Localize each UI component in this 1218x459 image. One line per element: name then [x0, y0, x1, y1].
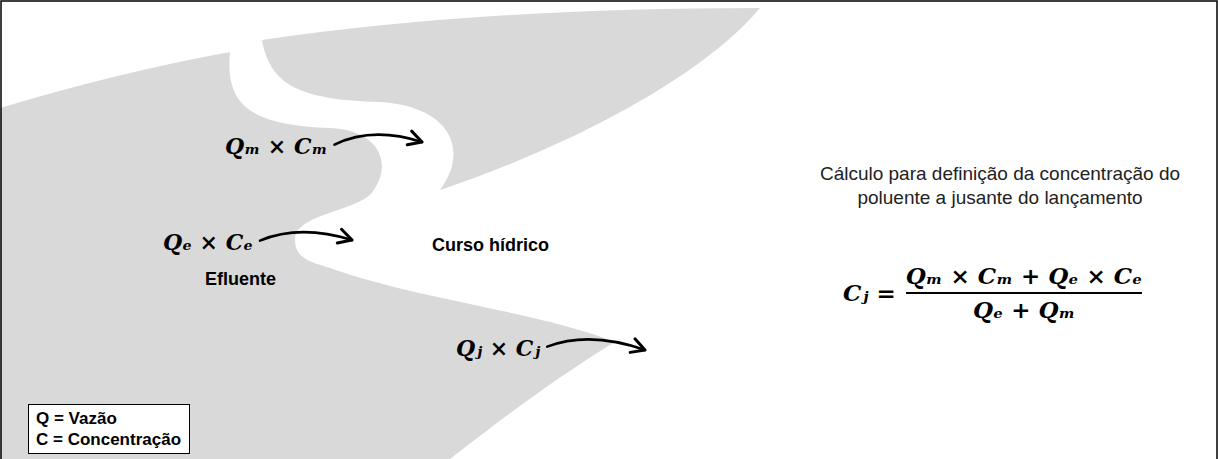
fraction: Qₘ × Cₘ + Qₑ × Cₑ Qₑ + Qₘ	[906, 262, 1143, 324]
flow-arrow	[260, 229, 352, 243]
formula-caption: Cálculo para definição da concentração d…	[795, 162, 1205, 210]
flow-term: Qₑ × Cₑ	[163, 228, 253, 256]
legend-entry: Q = Vazão	[36, 408, 182, 429]
formula-denominator: Qₑ + Qₘ	[973, 296, 1075, 324]
arrow-shaft	[547, 339, 645, 350]
arrow-head	[630, 339, 645, 353]
legend-entry: C = Concentração	[36, 429, 182, 450]
fraction-bar	[906, 292, 1143, 294]
right-bank-land	[262, 8, 760, 190]
formula-numerator: Qₘ × Cₘ + Qₑ × Cₑ	[906, 262, 1143, 290]
flow-term: Qₘ × Cₘ	[225, 132, 327, 160]
arrow-shaft	[260, 232, 352, 240]
flow-arrow	[334, 131, 422, 145]
legend-box: Q = VazãoC = Concentração	[28, 404, 190, 454]
effluent-label: Efluente	[205, 268, 276, 290]
river-label: Curso hídrico	[432, 234, 549, 256]
formula: Cⱼ = Qₘ × Cₘ + Qₑ × Cₑ Qₑ + Qₘ	[843, 262, 1142, 324]
flow-term: Qⱼ × Cⱼ	[456, 334, 540, 362]
arrow-head	[407, 131, 422, 145]
arrow-head	[337, 229, 352, 243]
formula-lhs: Cⱼ =	[843, 279, 896, 307]
flow-arrow	[547, 339, 645, 353]
